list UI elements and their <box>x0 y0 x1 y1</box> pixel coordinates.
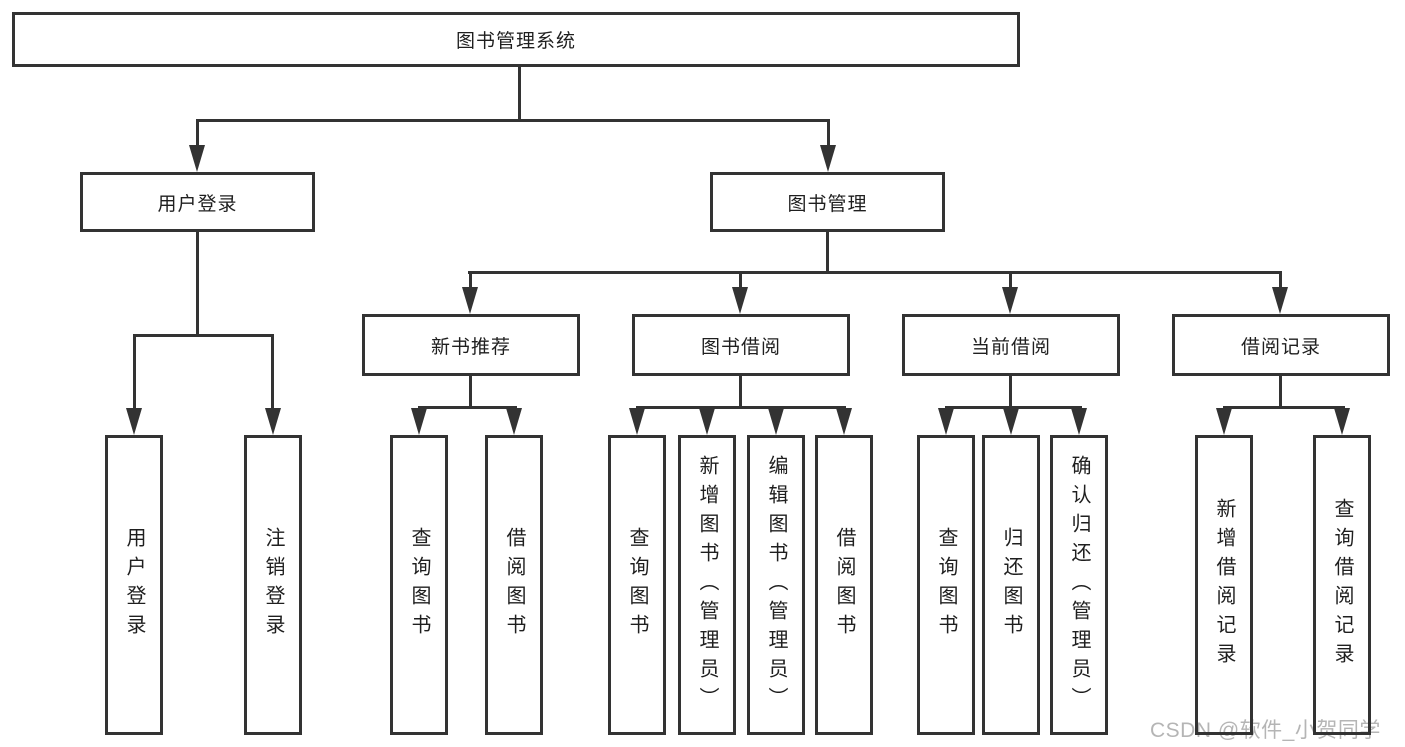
node-label: 新增图书（管理员） <box>696 454 718 716</box>
leaf-query-books-recommend: 查询图书 <box>390 435 448 735</box>
node-label: 图书管理 <box>787 193 868 215</box>
leaf-query-books-current: 查询图书 <box>917 435 975 735</box>
connector-line <box>826 231 829 273</box>
connector-line <box>1223 406 1345 409</box>
csdn-watermark: CSDN @软件_小贺同学 <box>1150 719 1381 742</box>
connector-line <box>196 119 199 149</box>
connector-line <box>1009 271 1012 290</box>
arrow-down-icon <box>506 408 522 435</box>
connector-line <box>518 66 521 122</box>
leaf-user-login: 用户登录 <box>105 435 163 735</box>
arrow-down-icon <box>1003 408 1019 435</box>
arrow-down-icon <box>732 287 748 314</box>
node-label: 注销登录 <box>262 527 284 643</box>
leaf-borrow-books-recommend: 借阅图书 <box>485 435 543 735</box>
arrow-down-icon <box>1071 408 1087 435</box>
arrow-down-icon <box>836 408 852 435</box>
node-label: 借阅记录 <box>1240 336 1321 358</box>
node-label: 新增借阅记录 <box>1213 498 1235 672</box>
arrow-down-icon <box>411 408 427 435</box>
node-new-book-recommend: 新书推荐 <box>362 314 580 376</box>
node-current-borrowing: 当前借阅 <box>902 314 1120 376</box>
node-label: 当前借阅 <box>970 336 1051 358</box>
arrow-down-icon <box>699 408 715 435</box>
node-book-management: 图书管理 <box>710 172 945 232</box>
node-label: 查询图书 <box>935 527 957 643</box>
arrow-down-icon <box>768 408 784 435</box>
node-user-login: 用户登录 <box>80 172 315 232</box>
connector-line <box>1279 375 1282 409</box>
arrow-down-icon <box>1272 287 1288 314</box>
node-label: 用户登录 <box>123 527 145 643</box>
node-label: 归还图书 <box>1000 527 1022 643</box>
connector-line <box>1009 375 1012 409</box>
leaf-return-book: 归还图书 <box>982 435 1040 735</box>
connector-line <box>636 406 846 409</box>
node-label: 查询借阅记录 <box>1331 498 1353 672</box>
node-label: 编辑图书（管理员） <box>765 454 787 716</box>
leaf-query-borrow-record: 查询借阅记录 <box>1313 435 1371 735</box>
arrow-down-icon <box>1216 408 1232 435</box>
connector-line <box>469 271 472 290</box>
arrow-down-icon <box>126 408 142 435</box>
leaf-add-book-admin: 新增图书（管理员） <box>678 435 736 735</box>
leaf-edit-book-admin: 编辑图书（管理员） <box>747 435 805 735</box>
connector-line <box>468 271 1282 274</box>
node-root: 图书管理系统 <box>12 12 1020 67</box>
connector-line <box>469 375 472 409</box>
node-label: 图书管理系统 <box>455 31 576 52</box>
leaf-borrow-books-borrowing: 借阅图书 <box>815 435 873 735</box>
connector-line <box>739 375 742 409</box>
arrow-down-icon <box>938 408 954 435</box>
node-label: 借阅图书 <box>833 527 855 643</box>
connector-line <box>1279 271 1282 290</box>
node-label: 确认归还（管理员） <box>1068 454 1090 716</box>
node-label: 借阅图书 <box>503 527 525 643</box>
leaf-confirm-return-admin: 确认归还（管理员） <box>1050 435 1108 735</box>
arrow-down-icon <box>265 408 281 435</box>
connector-line <box>196 231 199 336</box>
connector-line <box>945 406 1082 409</box>
connector-line <box>271 334 274 412</box>
node-label: 查询图书 <box>408 527 430 643</box>
arrow-down-icon <box>462 287 478 314</box>
arrow-down-icon <box>189 145 205 172</box>
leaf-query-books-borrowing: 查询图书 <box>608 435 666 735</box>
node-label: 新书推荐 <box>430 336 511 358</box>
arrow-down-icon <box>1002 287 1018 314</box>
node-book-borrowing: 图书借阅 <box>632 314 850 376</box>
connector-line <box>196 119 830 122</box>
arrow-down-icon <box>629 408 645 435</box>
connector-line <box>133 334 274 337</box>
leaf-logout: 注销登录 <box>244 435 302 735</box>
node-borrowing-records: 借阅记录 <box>1172 314 1390 376</box>
arrow-down-icon <box>1334 408 1350 435</box>
connector-line <box>739 271 742 290</box>
connector-line <box>827 119 830 149</box>
connector-line <box>418 406 517 409</box>
node-label: 图书借阅 <box>700 336 781 358</box>
connector-line <box>133 334 136 412</box>
leaf-add-borrow-record: 新增借阅记录 <box>1195 435 1253 735</box>
arrow-down-icon <box>820 145 836 172</box>
node-label: 用户登录 <box>157 193 238 215</box>
node-label: 查询图书 <box>626 527 648 643</box>
